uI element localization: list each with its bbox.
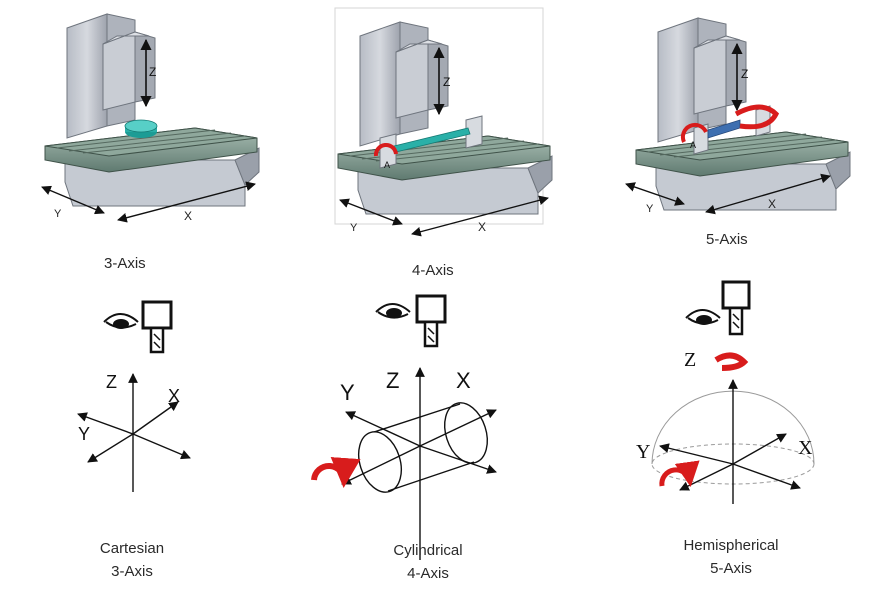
cartesian-caption-line1: Cartesian bbox=[99, 540, 165, 557]
machine-3-y-label: Y bbox=[54, 208, 62, 220]
machine-caption-5-axis: 5-Axis bbox=[706, 231, 748, 248]
cartesian-axes-diagram: Z X Y bbox=[77, 372, 191, 492]
hemispherical-y-label: Y bbox=[636, 441, 650, 463]
machine-5-x-label: X bbox=[768, 197, 776, 211]
diagram-caption-hemispherical: Hemispherical 5-Axis bbox=[666, 537, 796, 577]
cylindrical-axes-diagram: Z X Y bbox=[311, 367, 497, 560]
hemispherical-caption-line1: Hemispherical bbox=[683, 537, 779, 554]
viewer-tool-icon-2 bbox=[375, 294, 447, 348]
machine-caption-3-axis: 3-Axis bbox=[104, 255, 146, 272]
hemispherical-x-label: X bbox=[798, 437, 813, 459]
cartesian-z-label: Z bbox=[106, 372, 117, 392]
cylindrical-caption-line2: 4-Axis bbox=[407, 565, 449, 582]
diagram-caption-cylindrical: Cylindrical 4-Axis bbox=[368, 542, 488, 582]
machine-4-rot-label: A bbox=[384, 160, 390, 170]
cylindrical-z-label: Z bbox=[386, 368, 399, 393]
machine-5-rot-label: A bbox=[690, 140, 696, 150]
machine-4-axis: Z A bbox=[337, 21, 553, 215]
hemispherical-z-label: Z bbox=[684, 349, 696, 371]
machine-4-y-label: Y bbox=[350, 222, 358, 234]
cartesian-x-label: X bbox=[168, 386, 180, 406]
cylindrical-y-label: Y bbox=[340, 380, 355, 405]
machine-5-y-label: Y bbox=[646, 203, 654, 215]
cylindrical-x-label: X bbox=[456, 368, 471, 393]
machine-4-x-label: X bbox=[478, 220, 486, 234]
cartesian-y-label: Y bbox=[78, 424, 90, 444]
viewer-tool-icon-3 bbox=[685, 280, 751, 336]
machine-caption-4-axis: 4-Axis bbox=[412, 262, 454, 279]
cartesian-caption-line2: 3-Axis bbox=[111, 563, 153, 580]
machine-3-axis: Z bbox=[44, 13, 260, 207]
viewer-tool-icon-1 bbox=[103, 300, 173, 354]
machine-4-z-label: Z bbox=[443, 75, 450, 89]
diagram-caption-cartesian: Cartesian 3-Axis bbox=[72, 540, 192, 580]
machine-3-z-label: Z bbox=[149, 65, 156, 79]
hemispherical-axes-diagram: Z X Y bbox=[636, 349, 815, 504]
cylindrical-caption-line1: Cylindrical bbox=[393, 542, 463, 559]
machine-3-x-label: X bbox=[184, 209, 192, 223]
machine-5-z-label: Z bbox=[741, 67, 748, 81]
hemispherical-caption-line2: 5-Axis bbox=[710, 560, 752, 577]
machine-5-axis: Z A bbox=[635, 17, 851, 211]
